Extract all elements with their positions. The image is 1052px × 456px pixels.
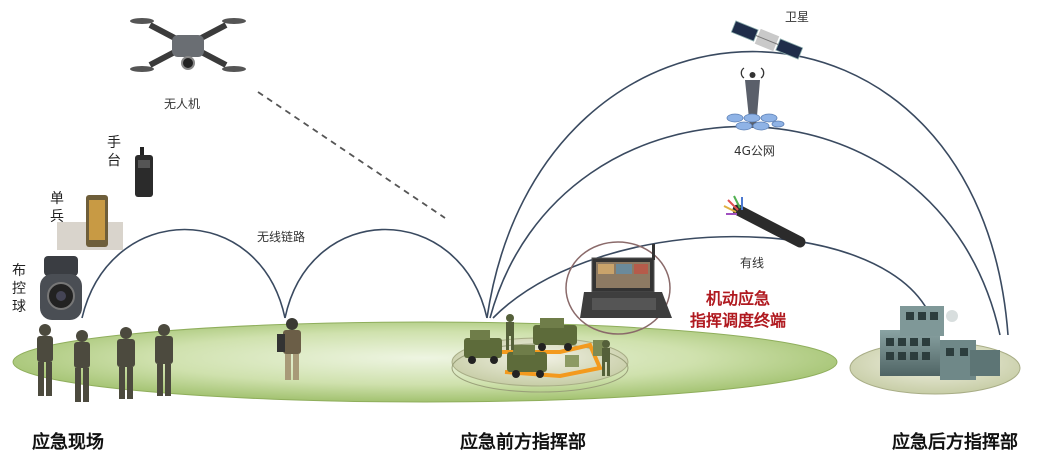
soldier-icon (155, 324, 173, 396)
soldier-icon (117, 327, 135, 399)
cable-icon (723, 195, 806, 248)
terminal-highlight (565, 241, 671, 335)
satellite-icon (730, 20, 804, 60)
section-scene: 应急现场 (32, 432, 104, 453)
terminal-label-line2: 指挥调度终端 (689, 311, 786, 330)
section-rear-command: 应急后方指挥部 (892, 432, 1018, 453)
vehicle-icon (533, 318, 577, 351)
route-path (492, 342, 603, 379)
ground-plane (12, 321, 838, 403)
satellite-label: 卫星 (785, 10, 810, 24)
arc-wired-link (492, 235, 931, 319)
arc-satellite-link (486, 50, 1009, 336)
drone-icon (130, 18, 246, 72)
laptop-terminal-icon (580, 244, 672, 318)
mobile-network-label: 4G公网 (734, 144, 775, 158)
wired-label: 有线 (740, 256, 765, 270)
soldier-icon (74, 330, 90, 402)
soldier-icon (37, 324, 53, 396)
forward-soldiers (506, 314, 610, 376)
soldier-device-label: 单兵 (50, 191, 64, 225)
drone-label: 无人机 (164, 97, 201, 111)
vehicle-icon (464, 330, 502, 364)
soldier-icon (602, 340, 610, 376)
building-icon (880, 306, 1000, 380)
wireless-link-label: 无线链路 (257, 230, 306, 244)
relay-soldier-icon (277, 318, 301, 380)
arc-scene-to-relay (81, 228, 286, 319)
scene-soldiers (37, 318, 301, 402)
radio-label: 手台 (107, 135, 121, 169)
arc-relay-to-forward (284, 228, 488, 319)
terminal-label-line1: 机动应急 (705, 289, 770, 308)
cell-tower-icon (726, 67, 785, 131)
dome-camera-icon (40, 256, 82, 320)
phone-icon (57, 195, 123, 250)
section-forward-command: 应急前方指挥部 (460, 432, 586, 453)
radio-icon (135, 147, 153, 197)
terminal-label: 机动应急 指挥调度终端 (672, 288, 804, 332)
equipment-box (565, 355, 579, 367)
vehicle-icon (507, 345, 547, 378)
soldier-icon (506, 314, 514, 350)
link-arcs (81, 50, 1009, 336)
dome-camera-label: 布控球 (12, 263, 26, 315)
drone-dashed-link (257, 91, 446, 219)
